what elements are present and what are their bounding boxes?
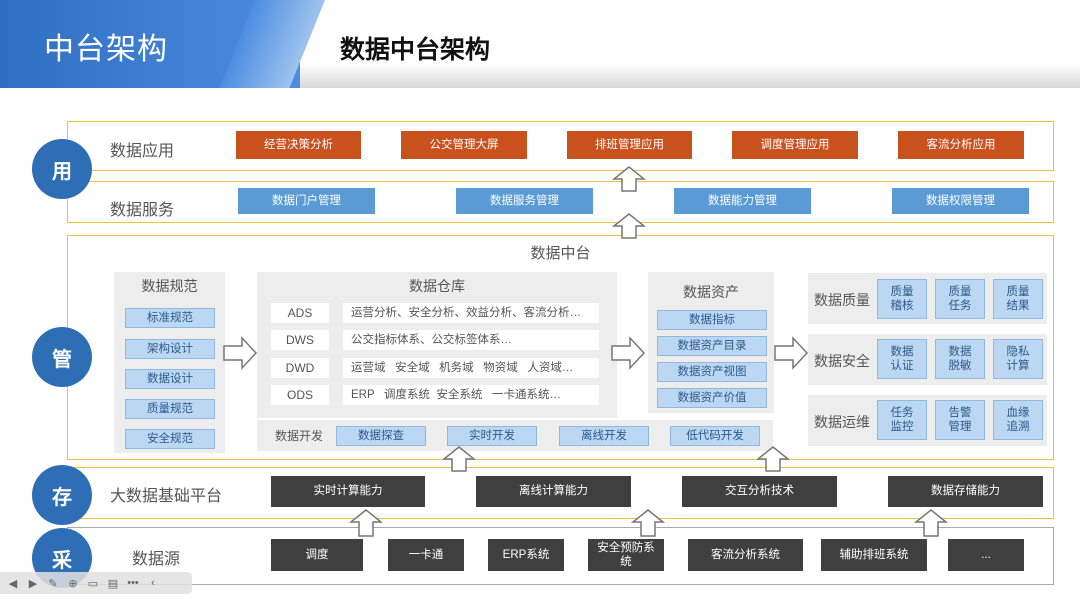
service-item: 数据能力管理 (674, 188, 811, 214)
next-slide-icon[interactable]: ▶ (28, 577, 38, 590)
dev-label: 数据开发 (275, 429, 324, 443)
source-item: 安全预防系 统 (588, 539, 664, 571)
dev-item: 离线开发 (559, 426, 649, 446)
app-layer-frame (67, 121, 1054, 171)
spec-item: 架构设计 (125, 339, 215, 359)
warehouse-content: 运营分析、安全分析、效益分析、客流分析… (343, 303, 599, 323)
assets-item: 数据资产目录 (657, 336, 767, 356)
service-layer-label: 数据服务 (110, 202, 175, 219)
up-arrow-icon (630, 509, 666, 537)
pen-icon[interactable]: ✎ (48, 577, 58, 590)
warehouse-layer: DWD (271, 358, 329, 378)
ops-item: 告警 管理 (935, 400, 985, 440)
quality-item: 质量 任务 (935, 279, 985, 319)
presentation-toolbar: ◀ ▶ ✎ ⊕ ▭ ▤ ••• ‹ (0, 572, 192, 594)
header-shadow-bar (300, 64, 1080, 88)
spec-title: 数据规范 (141, 278, 198, 294)
manage-circle: 管 (32, 327, 92, 387)
source-item: 辅助排班系统 (821, 539, 927, 571)
app-item: 公交管理大屏 (401, 131, 527, 159)
slides-icon[interactable]: ▭ (87, 577, 99, 590)
assets-item: 数据指标 (657, 310, 767, 330)
warehouse-layer: ADS (271, 303, 329, 323)
right-arrow-icon (223, 336, 258, 370)
more-icon[interactable]: ••• (127, 577, 139, 589)
quality-item: 质量 稽核 (877, 279, 927, 319)
security-item: 数据 认证 (877, 339, 927, 379)
service-item: 数据权限管理 (892, 188, 1029, 214)
dev-item: 数据探查 (336, 426, 426, 446)
platform-layer-label: 大数据基础平台 (110, 488, 223, 505)
platform-item: 离线计算能力 (476, 476, 631, 507)
ops-title: 数据运维 (814, 414, 870, 430)
source-item: ... (948, 539, 1024, 571)
platform-item: 实时计算能力 (271, 476, 425, 507)
ops-item: 任务 监控 (877, 400, 927, 440)
assets-item: 数据资产价值 (657, 388, 767, 408)
up-arrow-icon (611, 166, 647, 192)
security-item: 隐私 计算 (993, 339, 1043, 379)
right-arrow-icon (774, 336, 809, 370)
service-item: 数据服务管理 (456, 188, 593, 214)
up-arrow-icon (913, 509, 949, 537)
quality-title: 数据质量 (814, 292, 870, 308)
zoom-icon[interactable]: ⊕ (68, 577, 78, 590)
assets-item: 数据资产视图 (657, 362, 767, 382)
app-item: 经营决策分析 (236, 131, 361, 159)
warehouse-layer: DWS (271, 330, 329, 350)
up-arrow-icon (441, 446, 477, 472)
warehouse-title: 数据仓库 (409, 278, 465, 294)
up-arrow-icon (348, 509, 384, 537)
service-item: 数据门户管理 (238, 188, 375, 214)
warehouse-content: 运营域 安全域 机务域 物资域 人资域… (343, 358, 599, 378)
spec-item: 安全规范 (125, 429, 215, 449)
assets-title: 数据资产 (683, 284, 739, 300)
app-layer-label: 数据应用 (110, 143, 175, 160)
source-item: 客流分析系统 (688, 539, 803, 571)
platform-item: 交互分析技术 (682, 476, 837, 507)
quality-item: 质量 结果 (993, 279, 1043, 319)
spec-item: 数据设计 (125, 369, 215, 389)
use-circle: 用 (32, 139, 92, 199)
spec-panel: 数据规范 (114, 272, 225, 453)
app-item: 客流分析应用 (898, 131, 1024, 159)
collapse-icon[interactable]: ‹ (151, 577, 155, 589)
platform-item: 数据存储能力 (888, 476, 1043, 507)
store-circle: 存 (32, 465, 92, 525)
dev-item: 实时开发 (447, 426, 537, 446)
app-item: 调度管理应用 (732, 131, 858, 159)
subtitle-icon[interactable]: ▤ (107, 577, 119, 590)
right-arrow-icon (611, 336, 646, 370)
app-item: 排班管理应用 (567, 131, 692, 159)
source-item: ERP系统 (488, 539, 564, 571)
slide-title: 数据中台架构 (340, 36, 491, 64)
section-title: 中台架构 (44, 33, 168, 66)
ops-item: 血缘 追溯 (993, 400, 1043, 440)
spec-item: 标准规范 (125, 308, 215, 328)
up-arrow-icon (755, 446, 791, 472)
source-layer-label: 数据源 (132, 551, 181, 568)
up-arrow-icon (611, 213, 647, 239)
spec-item: 质量规范 (125, 399, 215, 419)
middle-platform-title: 数据中台 (530, 245, 591, 262)
warehouse-content: ERP 调度系统 安全系统 一卡通系统… (343, 385, 599, 405)
security-title: 数据安全 (814, 353, 870, 369)
dev-item: 低代码开发 (670, 426, 760, 446)
warehouse-content: 公交指标体系、公交标签体系… (343, 330, 599, 350)
source-item: 调度 (271, 539, 363, 571)
security-item: 数据 脱敏 (935, 339, 985, 379)
warehouse-layer: ODS (271, 385, 329, 405)
source-item: 一卡通 (388, 539, 464, 571)
prev-slide-icon[interactable]: ◀ (8, 577, 18, 590)
